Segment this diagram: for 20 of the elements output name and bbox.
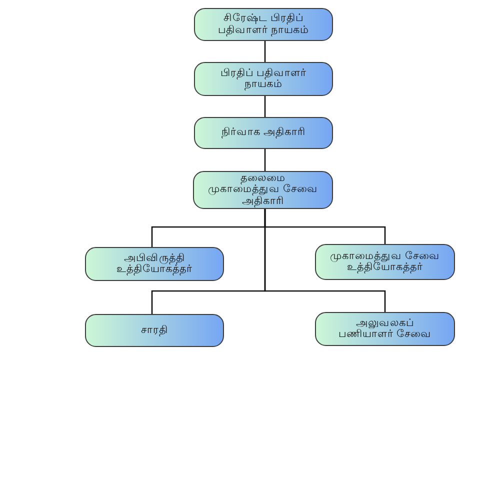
job-title: சாரதி — [141, 324, 168, 336]
job-title: தலைமை முகாமைத்துவ சேவை அதிகாரி — [207, 173, 319, 207]
org-chart-box — [315, 312, 455, 346]
job-title: முகாமைத்துவ சேவை உத்தியோகத்தர் — [328, 250, 442, 274]
connector-line — [264, 41, 266, 62]
org-chart-box — [194, 117, 333, 149]
org-chart-box — [194, 62, 333, 96]
job-title: சிரேஷ்ட பிரதிப் பதிவாளர் நாயகம் — [216, 13, 310, 36]
org-chart-box — [193, 171, 333, 209]
connector-line — [264, 209, 386, 312]
job-title: பிரதிப் பதிவாளர் நாயகம் — [219, 68, 308, 90]
org-chart-box — [194, 8, 333, 41]
org-chart-box — [85, 314, 224, 347]
connector-line — [264, 149, 266, 171]
job-title: அபிவிருத்தி உத்தியோகத்தர் — [116, 252, 194, 276]
org-chart-box — [85, 247, 224, 281]
job-title: நிர்வாக அதிகாரி — [221, 127, 306, 139]
connector-line — [264, 96, 266, 117]
job-title: அலுவலகப் பணியாளர் சேவை — [337, 318, 433, 340]
org-chart-box — [315, 244, 455, 280]
